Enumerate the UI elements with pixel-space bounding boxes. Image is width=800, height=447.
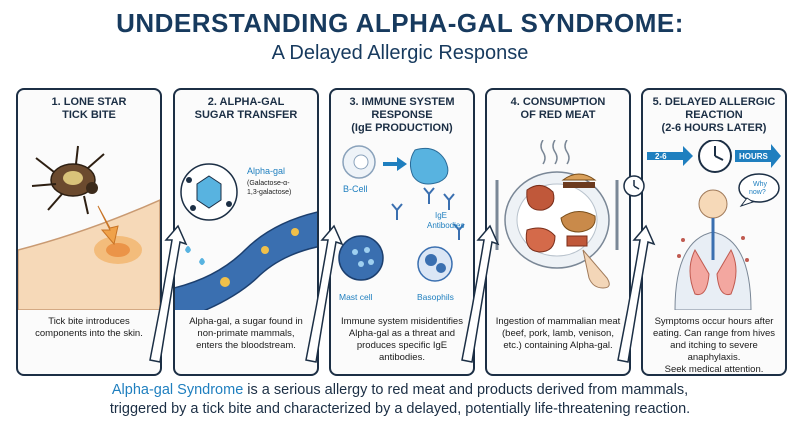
hours-label: HOURS bbox=[739, 152, 769, 161]
page-subtitle: A Delayed Allergic Response bbox=[271, 42, 529, 64]
panel-title: 5. DELAYED ALLERGIC REACTION (2-6 HOURS … bbox=[652, 96, 776, 134]
footer-highlight: Alpha-gal Syndrome bbox=[111, 382, 244, 398]
reaction-illustration: 2-6 HOURS Why now? bbox=[647, 140, 781, 310]
footer-line1: is a serious allergy to red meat and pro… bbox=[243, 382, 689, 398]
panel-title: 1. LONE STAR TICK BITE bbox=[51, 96, 127, 121]
footer-summary: Alpha-gal Syndrome is a serious allergy … bbox=[0, 381, 800, 419]
immune-cells-illustration: B-Cell IgE Antibodies Mast cell Basophil… bbox=[338, 145, 465, 302]
panel-sugar-transfer: 2. ALPHA-GAL SUGAR TRANSFER Alpha-gal (G… bbox=[173, 88, 319, 376]
panel-delayed-reaction: 5. DELAYED ALLERGIC REACTION (2-6 HOURS … bbox=[641, 88, 787, 376]
tick-icon bbox=[31, 145, 105, 215]
ige-label-line: Antibodies bbox=[427, 221, 464, 230]
tick-bite-illustration bbox=[18, 145, 160, 310]
ige-label-line: IgE bbox=[435, 211, 447, 220]
bubble-line: Why bbox=[753, 181, 768, 188]
panel-description: Tick bite introduces components into the… bbox=[35, 316, 143, 339]
blood-vessel-illustration: Alpha-gal (Galactose-α- 1,3-galactose) bbox=[175, 163, 317, 310]
panel-tick-bite: 1. LONE STAR TICK BITE Tick bite introdu… bbox=[16, 88, 162, 376]
mast-cell-label: Mast cell bbox=[339, 292, 373, 302]
panel-title: 2. ALPHA-GAL SUGAR TRANSFER bbox=[194, 96, 298, 121]
panel-description: Immune system misidentifies Alpha-gal as… bbox=[341, 316, 463, 363]
red-meat-illustration bbox=[495, 140, 619, 289]
panel-title: 3. IMMUNE SYSTEM RESPONSE (IgE PRODUCTIO… bbox=[349, 96, 455, 134]
footer-line2: triggered by a tick bite and characteriz… bbox=[109, 401, 691, 417]
basophils-label: Basophils bbox=[417, 292, 454, 302]
clock-icon bbox=[698, 140, 732, 173]
b-cell-label: B-Cell bbox=[343, 184, 368, 194]
panel-description: Symptoms occur hours after eating. Can r… bbox=[653, 316, 775, 375]
panel-title: 4. CONSUMPTION OF RED MEAT bbox=[510, 96, 606, 121]
person-icon bbox=[674, 189, 752, 310]
panel-red-meat: 4. CONSUMPTION OF RED MEAT Ingestion of … bbox=[485, 88, 631, 376]
chem-label-line: 1,3-galactose) bbox=[247, 189, 291, 196]
page-title: UNDERSTANDING ALPHA-GAL SYNDROME: bbox=[116, 8, 684, 38]
range-label: 2-6 bbox=[655, 152, 667, 161]
chem-label-line: (Galactose-α- bbox=[247, 180, 290, 187]
panel-description: Ingestion of mammalian meat (beef, pork,… bbox=[495, 316, 621, 351]
burger-icon bbox=[561, 173, 597, 181]
bubble-line: now? bbox=[749, 189, 766, 196]
panel-immune-response: 3. IMMUNE SYSTEM RESPONSE (IgE PRODUCTIO… bbox=[329, 88, 475, 376]
right-arrow-icon bbox=[383, 157, 407, 171]
panel-description: Alpha-gal, a sugar found in non-primate … bbox=[189, 316, 303, 351]
down-arrow-icon bbox=[97, 205, 119, 246]
alpha-gal-label: Alpha-gal bbox=[247, 166, 285, 176]
speech-bubble-icon bbox=[738, 173, 780, 207]
